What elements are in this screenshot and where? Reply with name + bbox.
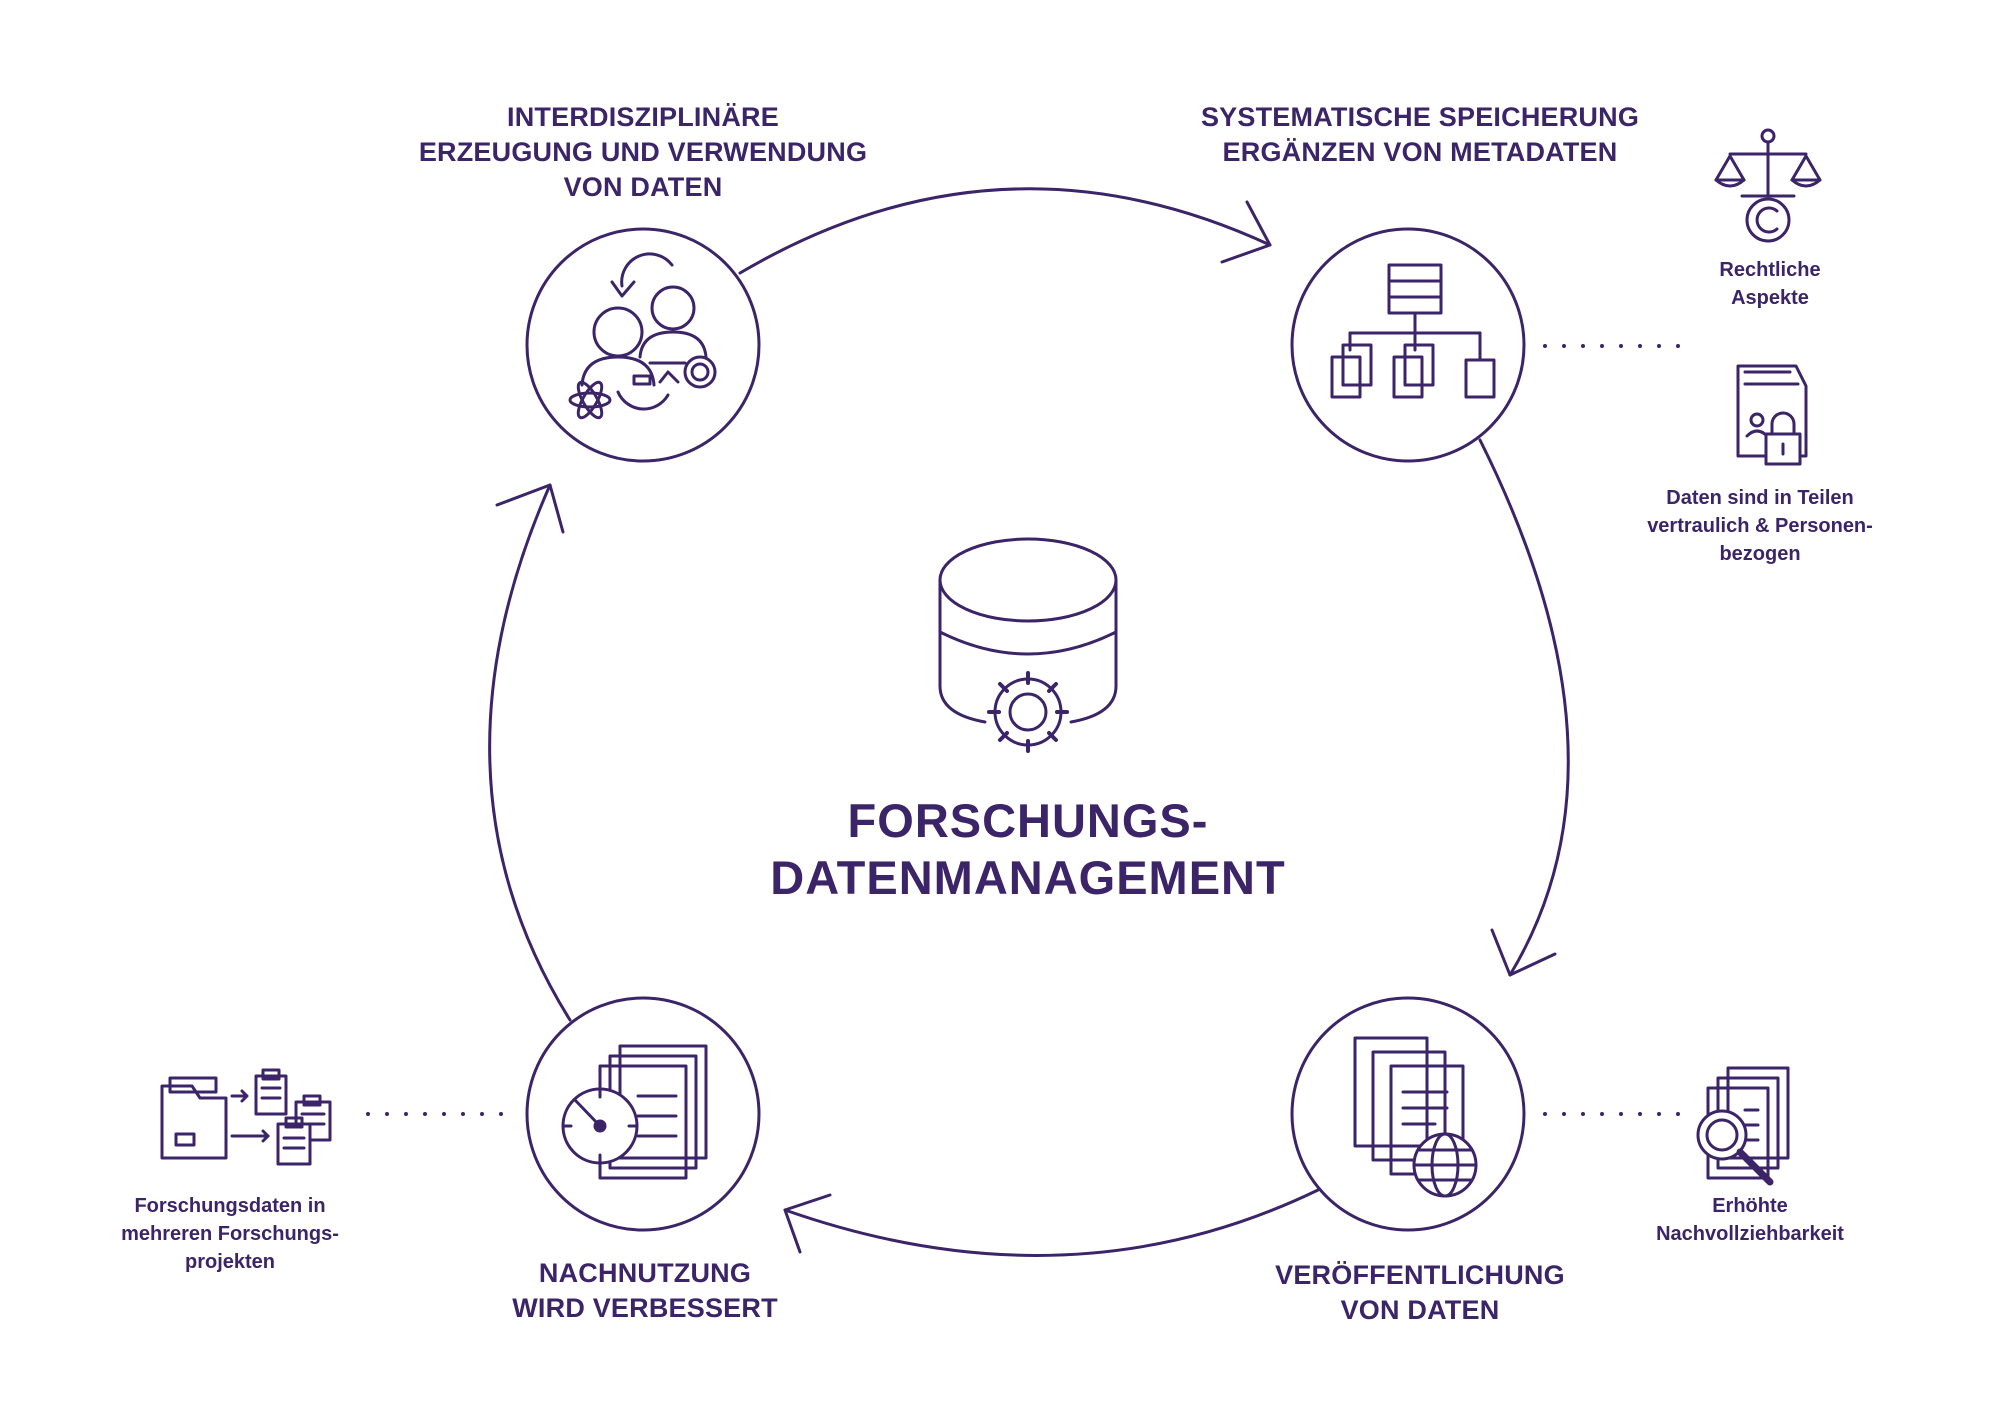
arrow-head-left — [495, 483, 565, 534]
center-title-line-2: DATENMANAGEMENT — [770, 851, 1286, 904]
aspect-label-traceability-line-1: Erhöhte — [1712, 1195, 1788, 1217]
aspect-label-traceability: Erhöhte Nachvollziehbarkeit — [1620, 1192, 1880, 1248]
stage-label-storage-line-2: ERGÄNZEN VON METADATEN — [1222, 137, 1618, 167]
hierarchy-documents-icon — [1330, 263, 1496, 399]
stage-label-storage-line-1: SYSTEMATISCHE SPEICHERUNG — [1200, 102, 1640, 132]
aspect-label-projects: Forschungsdaten in mehreren Forschungs- … — [100, 1192, 360, 1276]
stage-label-reuse-line-2: WIRD VERBESSERT — [512, 1293, 778, 1323]
clock-documents-icon — [561, 1044, 708, 1180]
stage-label-creation: INTERDISZIPLINÄRE ERZEUGUNG UND VERWENDU… — [380, 100, 906, 205]
stage-label-publication: VERÖFFENTLICHUNG VON DATEN — [1220, 1258, 1620, 1328]
aspect-label-projects-line-3: projekten — [184, 1251, 276, 1273]
stage-label-publication-line-2: VON DATEN — [1340, 1295, 1500, 1325]
locked-personal-folder-icon — [1736, 364, 1808, 466]
documents-globe-icon — [1353, 1036, 1478, 1198]
aspect-label-projects-line-2: mehreren Forschungs- — [121, 1223, 339, 1245]
aspect-label-confidential-line-1: Daten sind in Teilen — [1666, 487, 1854, 509]
aspect-label-legal: Rechtliche Aspekte — [1640, 256, 1900, 312]
stage-label-storage: SYSTEMATISCHE SPEICHERUNG ERGÄNZEN VON M… — [1150, 100, 1690, 170]
scales-copyright-icon — [1714, 128, 1822, 243]
stage-label-publication-line-1: VERÖFFENTLICHUNG — [1275, 1260, 1565, 1290]
aspect-label-confidential-line-3: bezogen — [1719, 543, 1801, 565]
center-title-line-1: FORSCHUNGS- — [847, 794, 1209, 847]
arrow-head-right — [1490, 928, 1557, 977]
people-cycle-gear-atom-icon — [568, 252, 717, 420]
stage-label-creation-line-1: INTERDISZIPLINÄRE — [507, 102, 779, 132]
folder-clipboards-icon — [160, 1068, 332, 1166]
aspect-label-projects-line-1: Forschungsdaten in — [134, 1195, 326, 1217]
arrow-head-top — [1220, 200, 1272, 264]
arrow-head-bottom — [783, 1193, 832, 1254]
stage-label-reuse: NACHNUTZUNG WIRD VERBESSERT — [450, 1256, 840, 1326]
stage-circle-storage — [1290, 227, 1526, 463]
stage-circle-reuse — [525, 996, 761, 1232]
cycle-arc-bottom — [783, 1188, 1320, 1257]
aspect-label-traceability-line-2: Nachvollziehbarkeit — [1656, 1223, 1844, 1245]
cycle-arc-left — [488, 483, 572, 1022]
stage-label-creation-line-2: ERZEUGUNG UND VERWENDUNG — [418, 137, 868, 167]
center-title: FORSCHUNGS- DATENMANAGEMENT — [700, 792, 1356, 906]
aspect-label-confidential-line-2: vertraulich & Personen- — [1647, 515, 1873, 537]
aspect-label-legal-line-2: Aspekte — [1731, 287, 1809, 309]
aspect-label-legal-line-1: Rechtliche — [1719, 259, 1821, 281]
stage-label-creation-line-3: VON DATEN — [563, 172, 723, 202]
database-gear-icon — [938, 537, 1118, 753]
stage-circle-creation — [525, 227, 761, 463]
aspect-label-confidential: Daten sind in Teilen vertraulich & Perso… — [1610, 484, 1910, 568]
stage-label-reuse-line-1: NACHNUTZUNG — [538, 1258, 752, 1288]
cycle-arc-right — [1478, 438, 1570, 977]
cycle-arc-top — [738, 187, 1272, 275]
magnifier-documents-icon — [1696, 1066, 1790, 1186]
stage-circle-publication — [1290, 996, 1526, 1232]
